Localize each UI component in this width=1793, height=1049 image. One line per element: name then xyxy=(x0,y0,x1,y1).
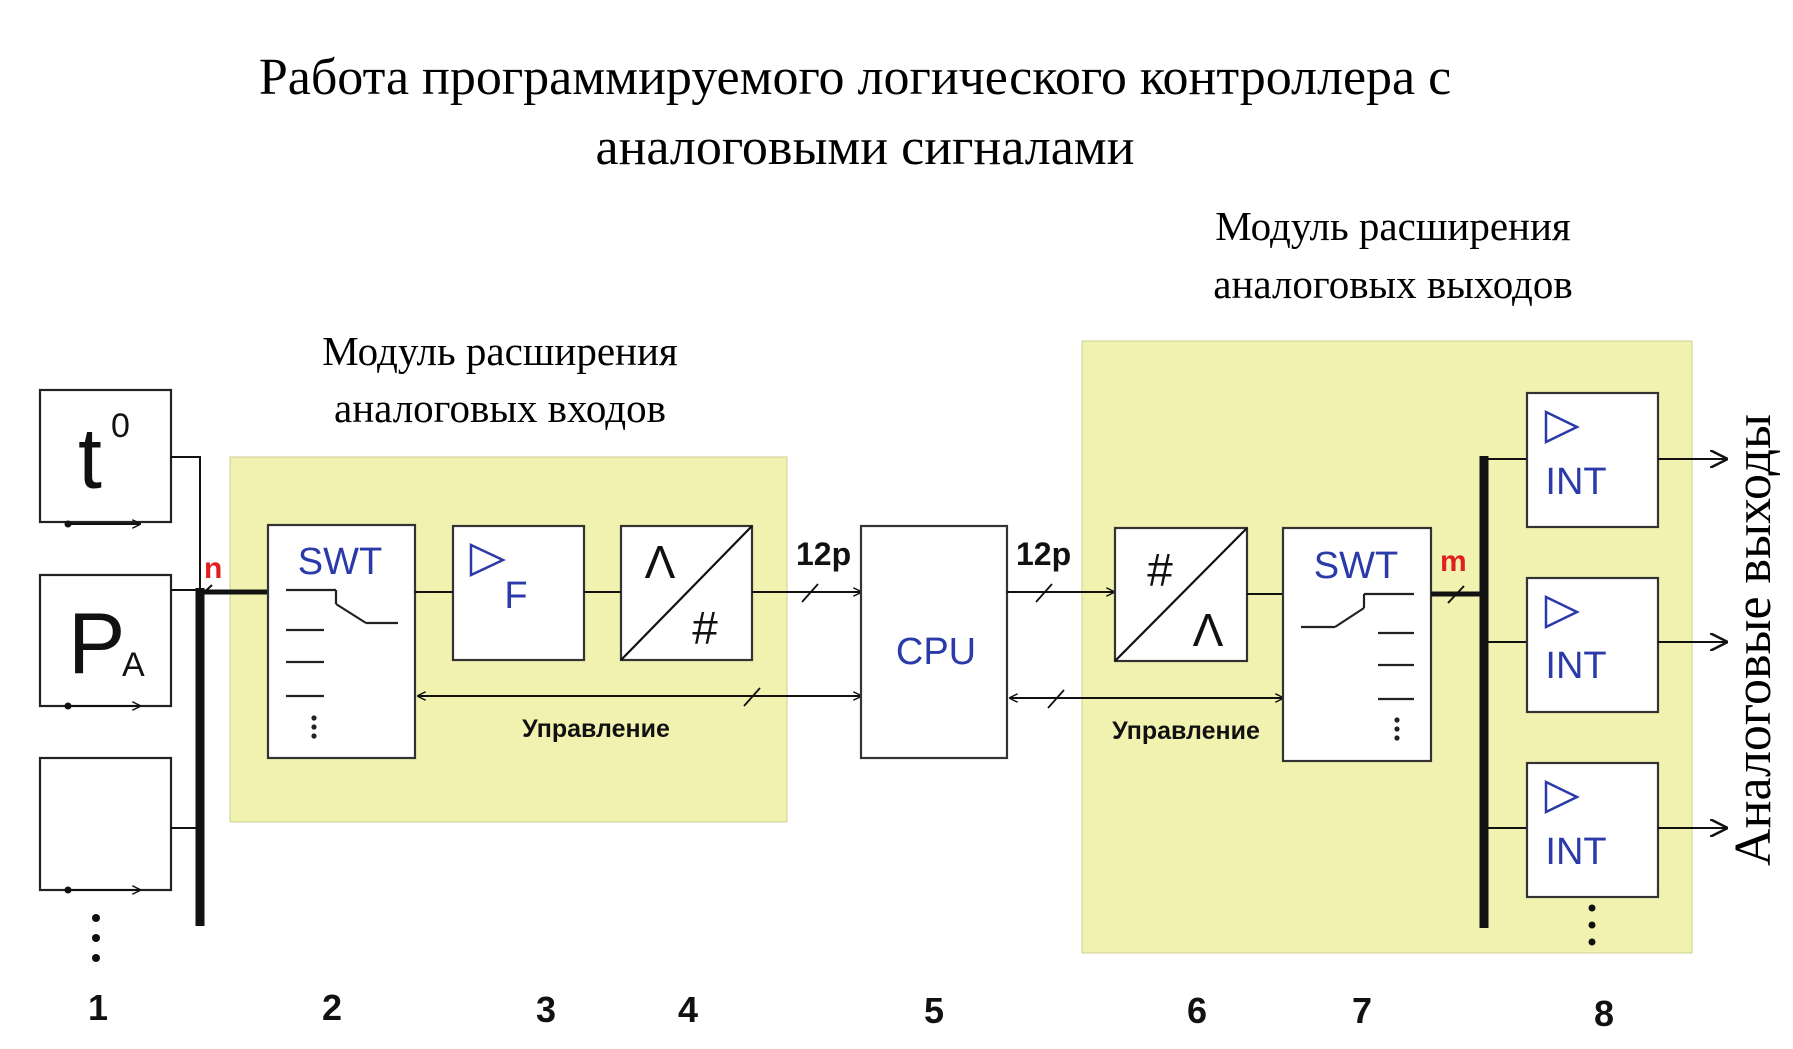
stage-number-7: 7 xyxy=(1352,990,1372,1031)
output-control-label: Управление xyxy=(1112,717,1260,745)
title-line-1: Работа программируемого логического конт… xyxy=(259,49,1451,106)
int-block-3: INT xyxy=(1525,761,1660,899)
output-bus-width-label: 12p xyxy=(1016,536,1071,572)
input-channels-label: n xyxy=(204,552,222,585)
output-module-caption-1: Модуль расширения xyxy=(1215,203,1571,249)
stage-numbers: 1 2 3 4 5 6 7 8 xyxy=(88,987,1614,1034)
sensor-pressure: P A xyxy=(38,573,173,710)
amplifier-icon xyxy=(1544,780,1580,814)
filter-block: F xyxy=(451,524,586,662)
stage-number-5: 5 xyxy=(924,990,944,1031)
adc-block: Λ # xyxy=(619,524,754,662)
more-sensors-dots xyxy=(92,914,100,962)
stage-number-2: 2 xyxy=(322,987,342,1028)
adc-digital-symbol: # xyxy=(692,602,718,654)
int-label-1: INT xyxy=(1545,461,1606,503)
cpu-block: CPU xyxy=(859,524,1009,760)
input-module-caption-2: аналоговых входов xyxy=(334,385,666,431)
int-label-2: INT xyxy=(1545,645,1606,687)
sensor-wiring xyxy=(171,456,201,829)
sensor-generic xyxy=(38,756,173,894)
stage-number-3: 3 xyxy=(536,989,556,1030)
dac-analog-symbol: Λ xyxy=(1193,604,1224,656)
amplifier-icon xyxy=(1544,410,1580,444)
filter-label: F xyxy=(504,575,527,617)
temperature-superscript: 0 xyxy=(111,407,130,445)
title-line-2: аналоговыми сигналами xyxy=(595,119,1134,176)
input-switch-block: SWT xyxy=(266,523,417,760)
stage-number-8: 8 xyxy=(1594,993,1614,1034)
pressure-subscript: A xyxy=(122,646,145,684)
temperature-symbol: t xyxy=(78,411,102,507)
output-bus-taps xyxy=(1484,458,1527,829)
int-block-2: INT xyxy=(1525,576,1660,714)
stage-number-1: 1 xyxy=(88,987,108,1028)
pressure-symbol: P xyxy=(68,596,125,692)
input-control-label: Управление xyxy=(522,715,670,743)
output-switch-label: SWT xyxy=(1314,545,1398,587)
stage-number-6: 6 xyxy=(1187,990,1207,1031)
input-bus-width-label: 12p xyxy=(796,536,851,572)
output-channels-label: m xyxy=(1440,545,1467,578)
amplifier-icon xyxy=(469,543,506,577)
analog-outputs-label: Аналоговые выходы xyxy=(1725,414,1782,866)
more-outputs-dots xyxy=(1588,904,1596,946)
output-arrows xyxy=(1658,459,1726,828)
dac-digital-symbol: # xyxy=(1147,544,1173,596)
input-switch-label: SWT xyxy=(298,541,382,583)
int-label-3: INT xyxy=(1545,831,1606,873)
output-switch-block: SWT xyxy=(1281,526,1433,763)
adc-analog-symbol: Λ xyxy=(645,536,676,588)
amplifier-icon xyxy=(1544,595,1580,629)
output-module-caption-2: аналоговых выходов xyxy=(1213,261,1573,307)
stage-number-4: 4 xyxy=(678,989,698,1030)
cpu-label: CPU xyxy=(896,631,976,673)
int-block-1: INT xyxy=(1525,391,1660,529)
dac-block: # Λ xyxy=(1113,526,1249,663)
input-module-caption-1: Модуль расширения xyxy=(322,328,678,374)
sensor-temperature: t 0 xyxy=(38,388,173,528)
